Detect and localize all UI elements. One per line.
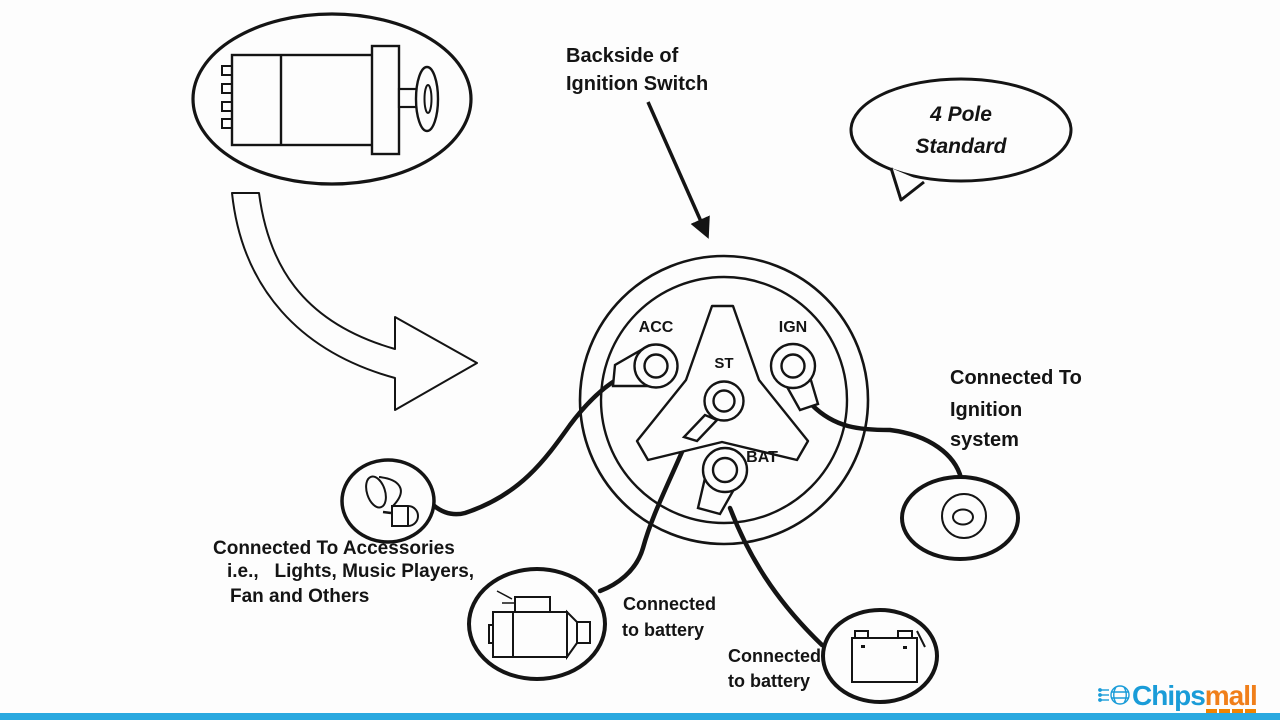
terminal-ign-ring	[769, 342, 820, 412]
switch-back-body	[578, 254, 870, 546]
ignition-system-label-line3: system	[950, 429, 1019, 451]
terminal-bat-ring	[696, 446, 749, 516]
backside-label-line1: Backside of	[566, 45, 679, 67]
bubble-label-line1: 4 Pole	[930, 103, 992, 126]
accessories-bubble	[340, 458, 436, 544]
wire-battery	[727, 505, 825, 648]
pointer-arrow	[646, 101, 710, 239]
bubble-label-line2: Standard	[915, 135, 1007, 158]
battery-right-label-line1: Connected	[728, 646, 822, 666]
globe-circuit-icon	[1098, 685, 1130, 705]
terminal-label-bat: BAT	[746, 449, 778, 466]
bulb-icon	[382, 505, 419, 527]
terminal-st-ring	[681, 380, 745, 443]
accessories-label-line1: Connected To Accessories	[213, 538, 455, 559]
headlight-icon	[365, 475, 402, 509]
terminal-label-st: ST	[714, 355, 734, 372]
wire-ignition	[809, 402, 964, 481]
starter-motor-icon	[488, 590, 591, 661]
connector-pins	[221, 65, 233, 129]
ignition-switch-side-view	[191, 12, 473, 186]
accessories-label-line2: i.e., Lights, Music Players,	[227, 561, 475, 582]
speech-bubble	[849, 77, 1073, 202]
bottom-accent-bar	[0, 713, 1280, 720]
battery-left-label-line2: to battery	[622, 620, 705, 640]
terminal-label-acc: ACC	[638, 319, 674, 336]
curved-arrow	[231, 192, 478, 411]
wires	[428, 377, 964, 648]
terminal-acc-ring	[611, 343, 679, 389]
battery-bubble	[821, 608, 939, 704]
logo-text-mall-word: mall	[1204, 680, 1258, 711]
battery-left-label-line1: Connected	[623, 594, 717, 614]
backside-label-line2: Ignition Switch	[566, 73, 709, 95]
battery-icon	[851, 630, 926, 683]
accessories-label-line3: Fan and Others	[230, 586, 370, 607]
ignition-system-label-line2: Ignition	[950, 399, 1023, 421]
ignition-system-label-line1: Connected To	[950, 367, 1082, 389]
wire-starter	[597, 435, 691, 594]
terminal-label-ign: IGN	[778, 319, 808, 336]
logo-text-chips: Chips	[1132, 680, 1206, 711]
battery-right-label-line2: to battery	[728, 671, 811, 691]
chipsmall-logo: Chips mall	[1098, 676, 1278, 717]
ignition-coil-bubble	[900, 475, 1020, 561]
wire-accessories	[428, 377, 619, 517]
starter-motor-bubble	[467, 567, 607, 681]
logo-text-mall: mall	[1204, 680, 1258, 717]
